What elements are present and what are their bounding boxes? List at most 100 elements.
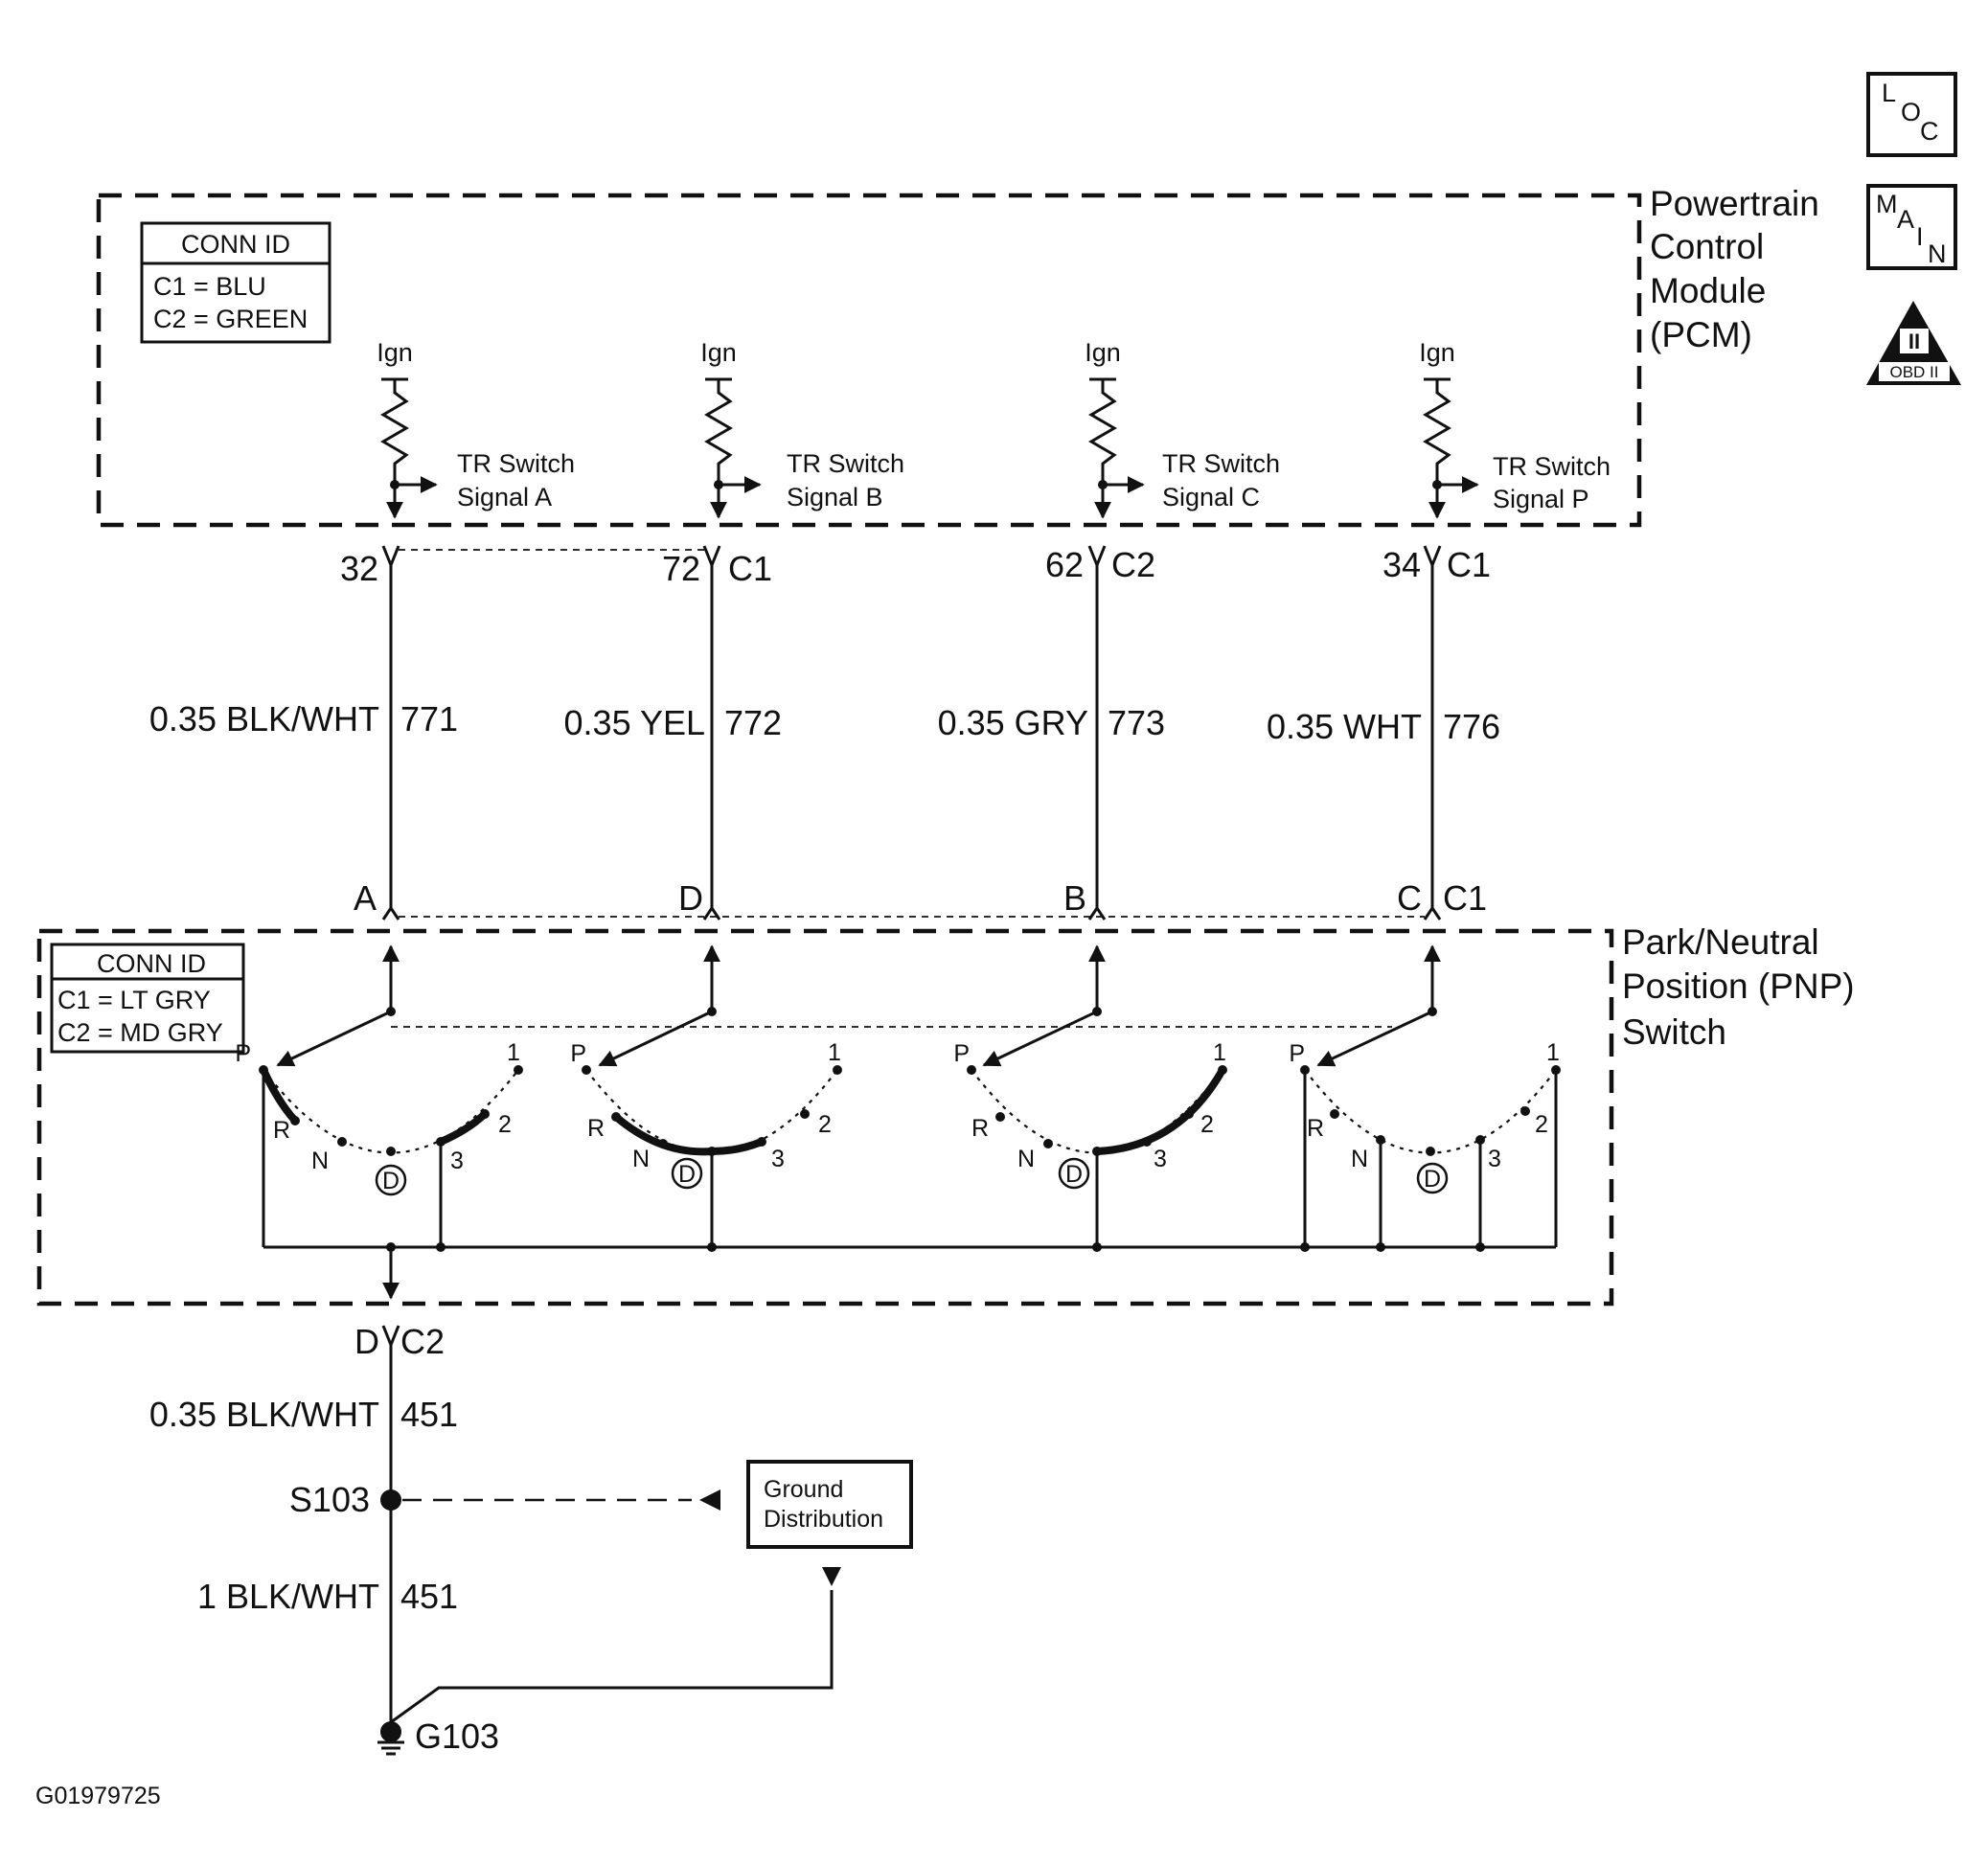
loc-icon[interactable]: L O C	[1866, 72, 1957, 157]
pnp-conn-id-line-2: C2 = MD GRY	[57, 1018, 223, 1047]
pnp-pin-c: C	[1397, 878, 1422, 918]
pcm-pin-34-conn: C1	[1447, 545, 1491, 584]
pnp-internal-stubs	[382, 944, 1441, 1028]
obd-ii-icon[interactable]: II OBD II	[1866, 301, 1961, 385]
svg-text:II: II	[1908, 330, 1920, 353]
resistor-p	[1423, 379, 1451, 519]
harness-wires	[389, 565, 1434, 908]
pnp-name-line-2: Position (PNP)	[1622, 966, 1855, 1006]
contact-d-pos-1: 1	[828, 1039, 841, 1066]
svg-text:M: M	[1876, 190, 1898, 218]
wire-772-gauge: 0.35 YEL	[564, 703, 705, 742]
pcm-signal-c-circuit: Ign TR Switch Signal C	[1085, 338, 1280, 519]
wire-773-gauge: 0.35 GRY	[938, 703, 1088, 742]
pcm-pin-62-conn: C2	[1111, 545, 1155, 584]
ign-label-c: Ign	[1085, 338, 1121, 367]
pcm-conn-id-line-2: C2 = GREEN	[153, 305, 308, 333]
wire-772-circuit: 772	[724, 703, 782, 742]
pcm-conn-id-box: CONN ID C1 = BLU C2 = GREEN	[140, 221, 331, 344]
pnp-contact-c: P R N D 3 2 1	[1289, 1007, 1561, 1194]
pcm-boundary	[96, 193, 1642, 528]
contact-a-pos-r: R	[273, 1117, 290, 1144]
signal-p-line-1: TR Switch	[1493, 452, 1611, 481]
ground-distribution-line-1: Ground	[764, 1476, 843, 1503]
pcm-pin-34: 34	[1382, 545, 1421, 584]
pcm-name-line-2: Control	[1650, 227, 1764, 266]
wire-labels: 0.35 BLK/WHT 771 0.35 YEL 772 0.35 GRY 7…	[149, 699, 1500, 746]
ground-distribution-box: Ground Distribution	[746, 1460, 913, 1549]
contact-d-pos-p: P	[570, 1040, 586, 1067]
pnp-pin-d: D	[678, 878, 703, 918]
pnp-contact-b: P R N D 3 2 1	[953, 1007, 1227, 1190]
contact-a-pos-d: D	[382, 1168, 400, 1194]
signal-b-line-1: TR Switch	[787, 449, 904, 478]
wire-776-circuit: 776	[1443, 707, 1500, 746]
ground-label: G103	[415, 1716, 499, 1756]
splice-s103-dot	[380, 1489, 401, 1511]
pnp-pin-c-conn: C1	[1443, 878, 1487, 918]
contact-a-pos-p: P	[235, 1040, 251, 1067]
pcm-connector-pins: 32 72 C1 62 C2 34 C1	[340, 545, 1491, 588]
pnp-connector-pins: A D B C C1	[354, 878, 1487, 921]
wire-773-circuit: 773	[1108, 703, 1165, 742]
pcm-name-line-3: Module	[1650, 271, 1766, 310]
pcm-pin-32: 32	[340, 549, 378, 588]
ground-connector-pin: D C2	[354, 1322, 445, 1361]
contact-b-pos-d: D	[1065, 1161, 1083, 1188]
svg-text:I: I	[1916, 222, 1924, 251]
pnp-pin-a: A	[354, 878, 377, 918]
contact-a-pos-1: 1	[507, 1039, 520, 1066]
contact-c-pos-3: 3	[1488, 1146, 1501, 1172]
wire-771-circuit: 771	[400, 699, 458, 739]
signal-c-line-2: Signal C	[1162, 483, 1260, 511]
contact-d-pos-r: R	[587, 1115, 605, 1142]
contact-c-pos-1: 1	[1546, 1039, 1560, 1066]
pcm-pin-62: 62	[1045, 545, 1084, 584]
pcm-conn-id-title: CONN ID	[181, 230, 290, 259]
contact-c-pos-d: D	[1424, 1166, 1441, 1193]
pcm-pin-72: 72	[662, 549, 700, 588]
signal-b-line-2: Signal B	[787, 483, 883, 511]
pnp-contact-d: P R N D 3 2 1	[570, 1007, 842, 1190]
contact-b-pos-2: 2	[1200, 1111, 1214, 1138]
main-icon[interactable]: M A I N	[1866, 184, 1957, 270]
contact-a-pos-2: 2	[498, 1111, 512, 1138]
contact-b-pos-n: N	[1017, 1146, 1035, 1172]
wire-771-gauge: 0.35 BLK/WHT	[149, 699, 379, 739]
pnp-label: Park/Neutral Position (PNP) Switch	[1622, 922, 1855, 1052]
contact-c-pos-r: R	[1307, 1115, 1324, 1142]
pcm-name-line-4: (PCM)	[1650, 315, 1752, 354]
contact-b-pos-3: 3	[1154, 1146, 1167, 1172]
pnp-name-line-1: Park/Neutral	[1622, 922, 1819, 962]
contact-d-pos-d: D	[678, 1161, 696, 1188]
ign-label-p: Ign	[1419, 338, 1455, 367]
ground-wire-lower-circuit: 451	[400, 1577, 458, 1616]
pcm-name-line-1: Powertrain	[1650, 184, 1819, 223]
ign-label-a: Ign	[377, 338, 413, 367]
pcm-signal-a-circuit: Ign TR Switch Signal A	[377, 338, 575, 519]
svg-text:O: O	[1901, 98, 1921, 126]
svg-text:L: L	[1882, 79, 1896, 107]
pnp-conn-id-line-1: C1 = LT GRY	[57, 986, 211, 1014]
contact-d-pos-3: 3	[771, 1146, 785, 1172]
pcm-signal-p-circuit: Ign TR Switch Signal P	[1419, 338, 1611, 519]
pnp-boundary	[36, 928, 1614, 1307]
pcm-label: Powertrain Control Module (PCM)	[1650, 184, 1819, 354]
pnp-contact-a: P R N D 3 2 1	[235, 1007, 523, 1196]
contact-c-pos-2: 2	[1535, 1111, 1548, 1138]
resistor-b	[704, 379, 733, 519]
svg-text:A: A	[1897, 205, 1914, 234]
contact-a-pos-n: N	[311, 1148, 329, 1174]
signal-p-line-2: Signal P	[1493, 485, 1589, 513]
contact-a-pos-3: 3	[450, 1148, 464, 1174]
svg-text:N: N	[1928, 239, 1947, 268]
figure-id: G01979725	[35, 1783, 161, 1809]
signal-a-line-1: TR Switch	[457, 449, 575, 478]
splice-label: S103	[289, 1480, 370, 1519]
signal-c-line-1: TR Switch	[1162, 449, 1280, 478]
ground-path: 0.35 BLK/WHT 451 S103 1 BLK/WHT 451	[149, 1345, 841, 1732]
ground-wire-upper-circuit: 451	[400, 1395, 458, 1434]
ign-label-b: Ign	[700, 338, 737, 367]
contact-b-pos-p: P	[953, 1040, 970, 1067]
